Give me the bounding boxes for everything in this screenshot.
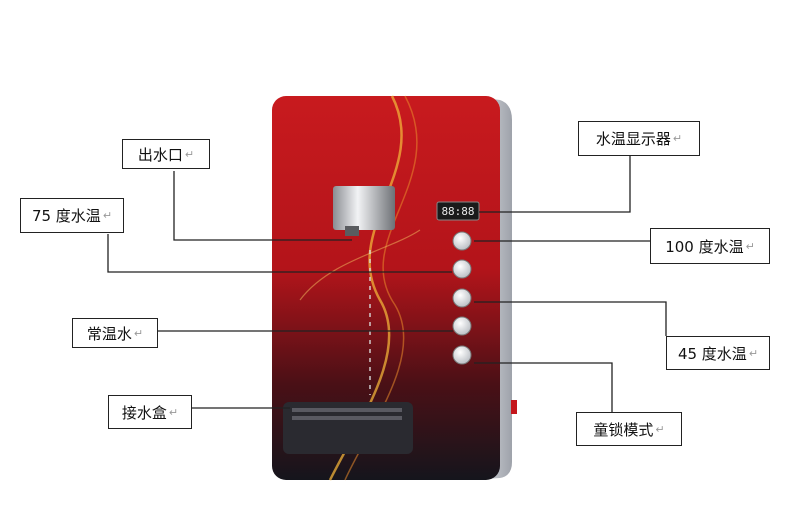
label-outlet: 出水口↵ <box>122 139 210 169</box>
drip-tray-grille <box>292 408 402 420</box>
label-display: 水温显示器↵ <box>578 121 700 156</box>
button-75-degree[interactable] <box>452 259 472 279</box>
label-room-temp: 常温水↵ <box>72 318 158 348</box>
leader-display <box>479 156 631 213</box>
leader-45-degree <box>474 301 667 336</box>
temperature-display <box>436 201 480 221</box>
label-45-degree: 45 度水温↵ <box>666 336 770 370</box>
label-75-degree: 75 度水温↵ <box>20 198 124 233</box>
button-100-degree[interactable] <box>452 231 472 251</box>
label-child-lock: 童锁模式↵ <box>576 412 682 446</box>
label-100-degree: 100 度水温↵ <box>650 228 770 264</box>
leader-outlet <box>173 171 352 241</box>
button-room-temperature[interactable] <box>452 316 472 336</box>
drip-tray <box>283 402 413 454</box>
leader-75-degree <box>107 234 452 273</box>
leader-child-lock <box>474 362 613 412</box>
label-drip-tray: 接水盒↵ <box>108 395 192 429</box>
leader-lines <box>107 156 667 412</box>
display-readout: 88:88 <box>441 205 474 218</box>
water-outlet-spout <box>333 186 395 230</box>
button-45-degree[interactable] <box>452 288 472 308</box>
button-child-lock[interactable] <box>452 345 472 365</box>
